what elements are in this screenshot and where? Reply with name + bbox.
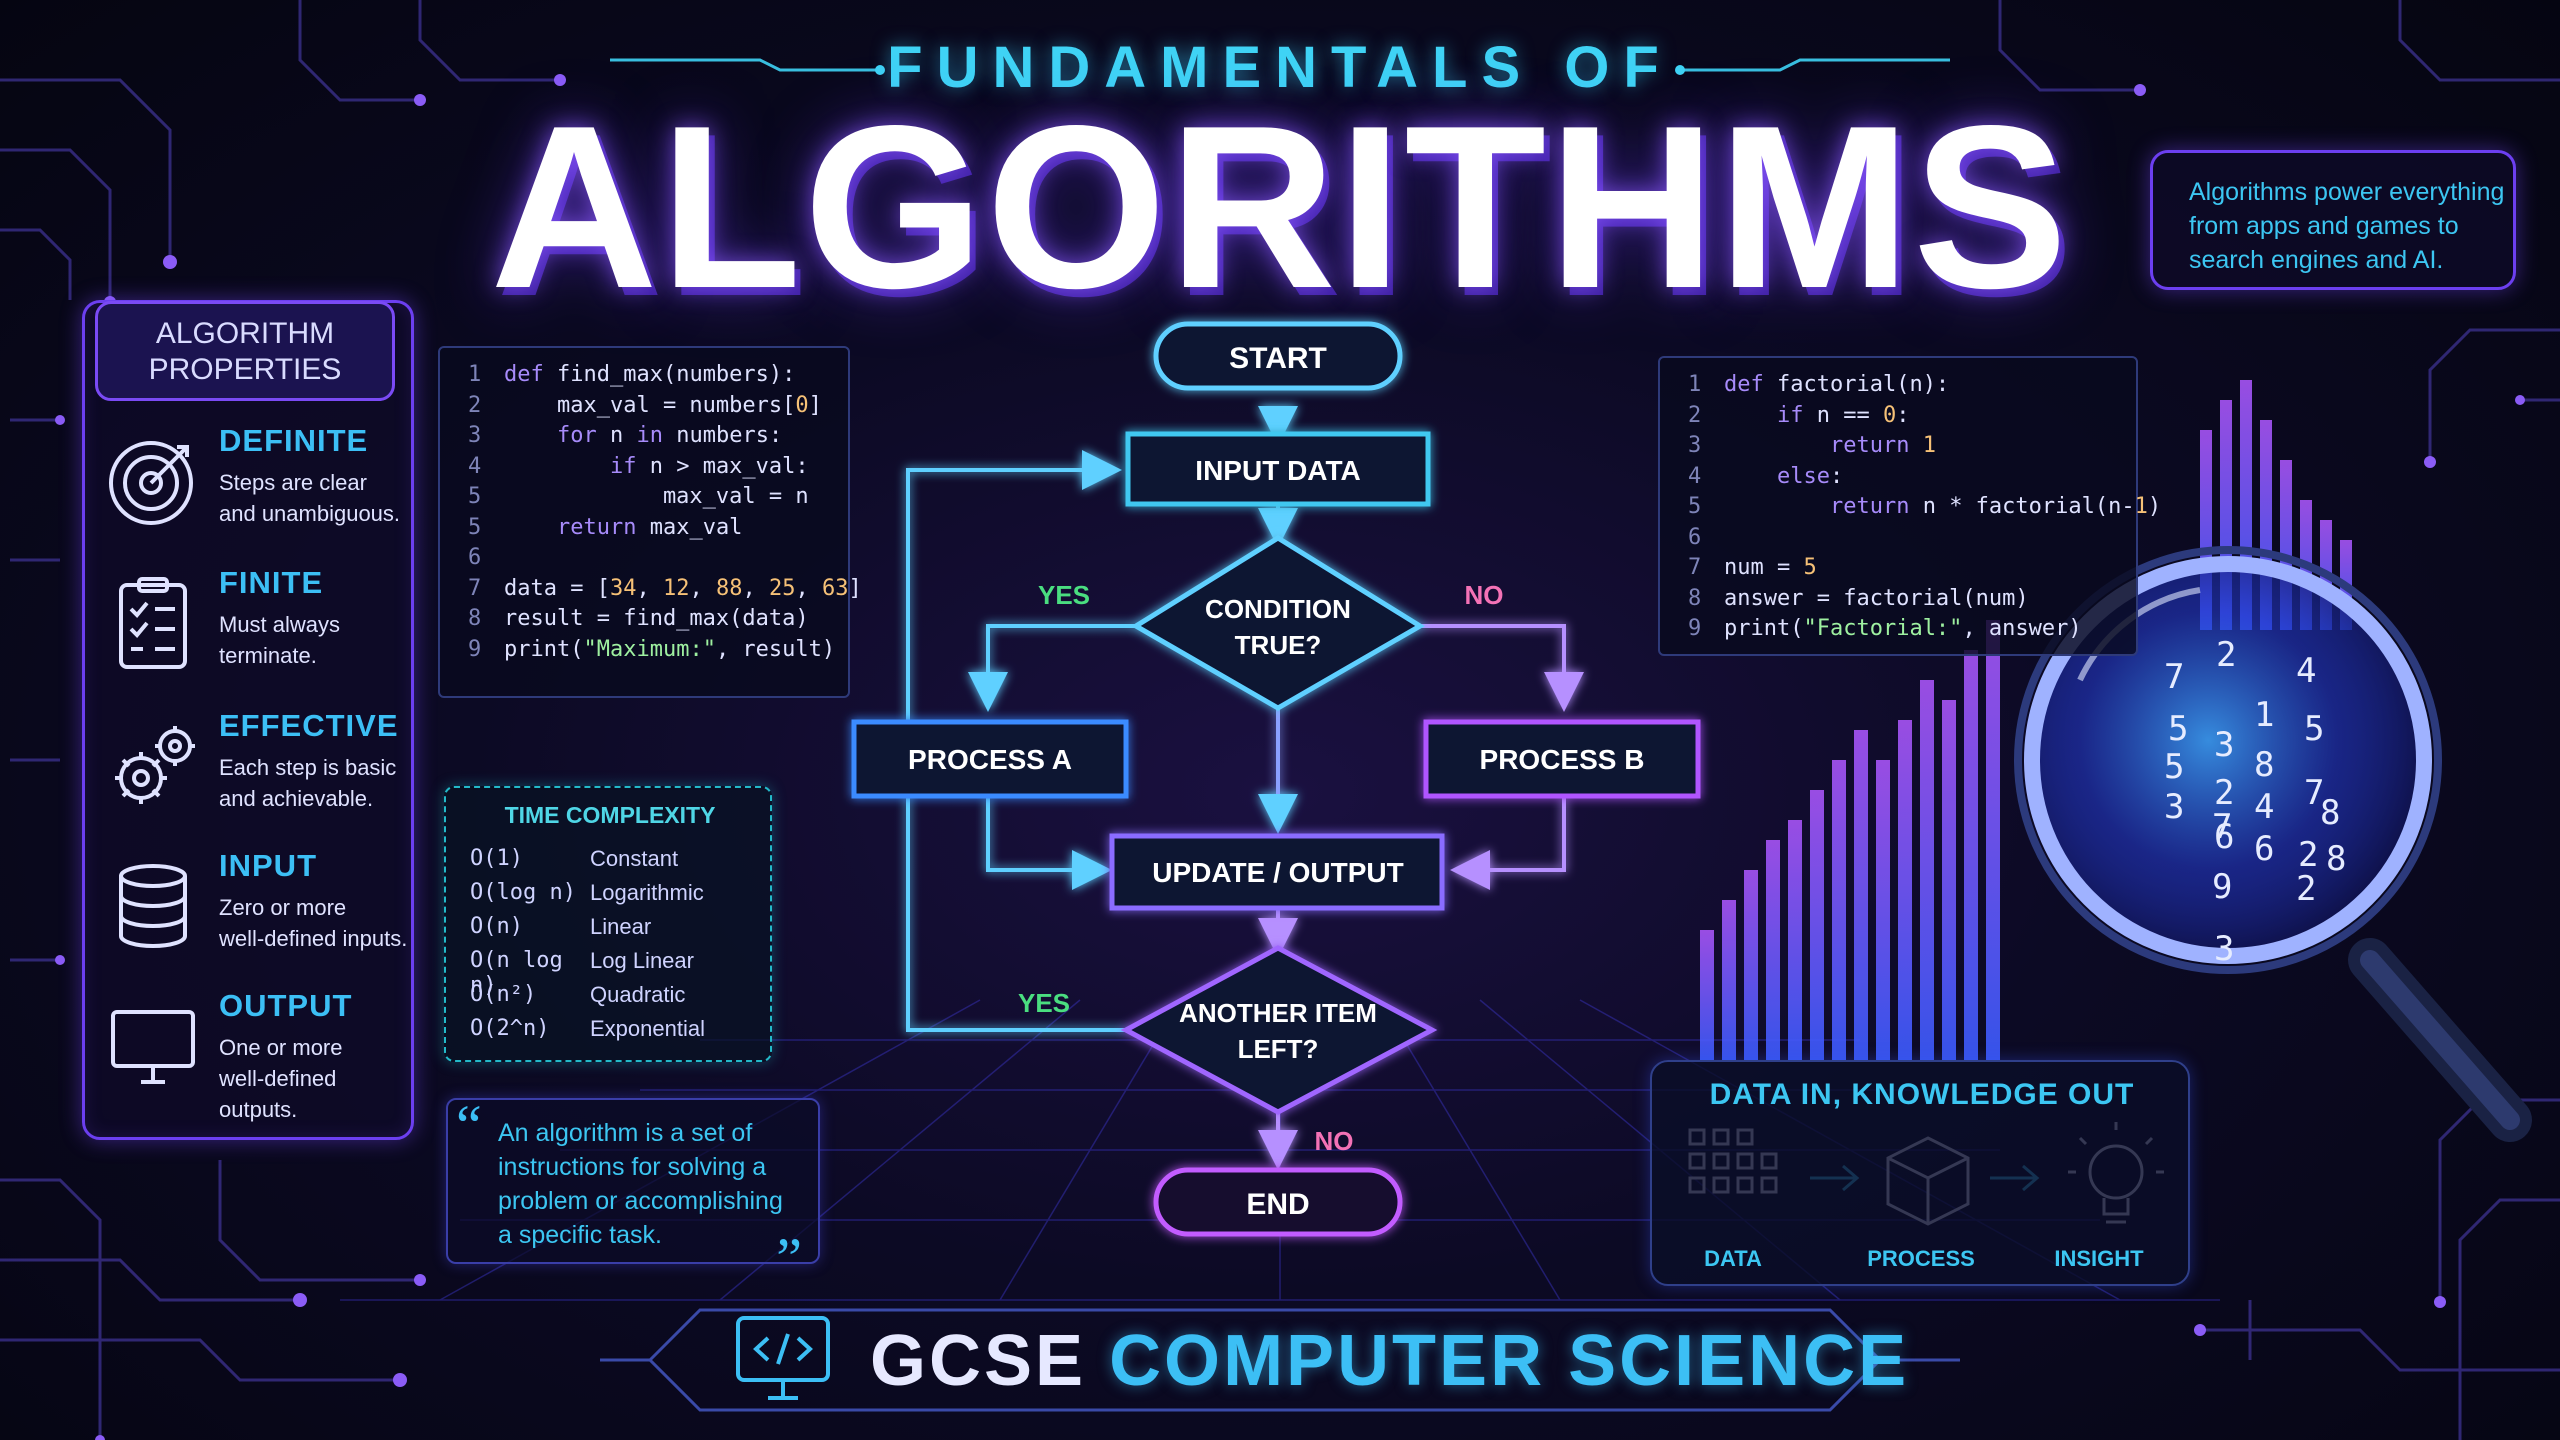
title-kicker: FUNDAMENTALS OF: [887, 35, 1673, 100]
code-monitor-icon: [736, 1316, 830, 1400]
lens-digit: 4: [2254, 787, 2274, 827]
footer-banner: GCSE COMPUTER SCIENCE: [640, 1300, 1906, 1420]
code-line: 4 if n > max_val:: [468, 453, 809, 479]
lens-digit: 8: [2320, 793, 2340, 833]
code-line: 3 for n in numbers:: [468, 423, 783, 448]
open-quote-icon: “: [456, 1093, 482, 1158]
code-line: 3 return 1: [1688, 433, 1936, 458]
flow-process-a-label: PROCESS A: [908, 744, 1072, 775]
flow-process-b-label: PROCESS B: [1480, 744, 1645, 775]
lens-digit: 2: [2214, 773, 2234, 813]
lens-digit: 2: [2298, 835, 2318, 875]
lens-digit: 4: [2296, 651, 2316, 691]
code-line: 5 return max_val: [468, 514, 743, 540]
footer-gcse: GCSE: [870, 1321, 1087, 1401]
page-title: ALGORITHMS: [490, 78, 2070, 337]
flow-no-label: NO: [1465, 580, 1504, 610]
lens-digit: 1: [2254, 695, 2274, 735]
lens-digit: 9: [2212, 867, 2232, 907]
flow-condition: [1131, 535, 1425, 711]
flow-condition-label: CONDITION: [1205, 594, 1351, 624]
properties-heading: ALGORITHM PROPERTIES: [95, 301, 395, 401]
code-line: 2 max_val = numbers[0]: [468, 392, 822, 418]
flow-another-item: [1120, 945, 1438, 1115]
lens-digit: 5: [2164, 747, 2184, 787]
lens-digit: 2: [2296, 869, 2316, 909]
flow-end: [1153, 1167, 1403, 1237]
flow-no-label-2: NO: [1315, 1126, 1354, 1156]
lens-digit: 7: [2304, 773, 2324, 813]
lens-digit: 6: [2254, 829, 2274, 869]
time-complexity-panel: TIME COMPLEXITY O(1)Constant O(log n)Log…: [444, 786, 772, 1062]
code-line: 4 else:: [1688, 463, 1844, 489]
flow-process-a: [851, 719, 1129, 799]
flow-update-label: UPDATE / OUTPUT: [1152, 857, 1403, 888]
target-icon: [109, 441, 193, 525]
code-line: 5 return n * factorial(n-1): [1688, 494, 2162, 519]
lens-digit: 8: [2326, 839, 2346, 879]
gears-icon: [115, 726, 195, 804]
lens-digit: 7: [2164, 657, 2184, 697]
flow-another-label: ANOTHER ITEM: [1179, 998, 1377, 1028]
insight-label: INSIGHT: [2054, 1246, 2144, 1271]
data-label: DATA: [1704, 1246, 1762, 1271]
lens-digit: 7: [2212, 807, 2232, 847]
lens-digit: 2: [2216, 635, 2236, 675]
flow-input: [1125, 431, 1431, 507]
process-label: PROCESS: [1867, 1246, 1975, 1271]
flow-start-label: START: [1229, 342, 1327, 375]
lens-digit: 3: [2214, 725, 2234, 765]
lens-digit: 6: [2214, 817, 2234, 857]
lens-digit: 8: [2254, 745, 2274, 785]
lens-digit: 5: [2304, 709, 2324, 749]
code-line: 5 max_val = n: [468, 484, 809, 509]
lens-digit: 3: [2164, 787, 2184, 827]
flow-start: [1153, 321, 1403, 391]
magnifier-icon: [2014, 546, 2532, 1142]
data-knowledge-panel: DATA IN, KNOWLEDGE OUT DATA PROCESS INSI…: [1650, 1060, 2190, 1286]
database-icon: [119, 864, 187, 948]
algorithm-properties-panel: ALGORITHM PROPERTIES DEFINITE Steps are …: [82, 300, 414, 1140]
flow-condition-label-2: TRUE?: [1235, 630, 1322, 660]
flow-another-label-2: LEFT?: [1238, 1034, 1319, 1064]
footer-subject: COMPUTER SCIENCE: [1109, 1321, 1910, 1401]
lens-digit: 5: [2168, 709, 2188, 749]
lens-digit: 3: [2214, 929, 2234, 969]
checklist-icon: [119, 577, 187, 669]
flow-yes-label: YES: [1038, 580, 1090, 610]
flow-yes-label-2: YES: [1018, 988, 1070, 1018]
close-quote-icon: ”: [776, 1226, 802, 1291]
code-line: 6: [1688, 524, 1702, 550]
flow-end-label: END: [1246, 1188, 1309, 1221]
code-line: 6: [468, 545, 482, 570]
flow-update: [1109, 833, 1445, 911]
flow-process-b: [1423, 719, 1701, 799]
flow-input-label: INPUT DATA: [1195, 455, 1360, 486]
code-line: 2 if n == 0:: [1688, 402, 1910, 428]
monitor-icon: [111, 1010, 195, 1084]
algorithm-flowchart: START INPUT DATA CONDITION TRUE? YES NO …: [851, 321, 1701, 1237]
